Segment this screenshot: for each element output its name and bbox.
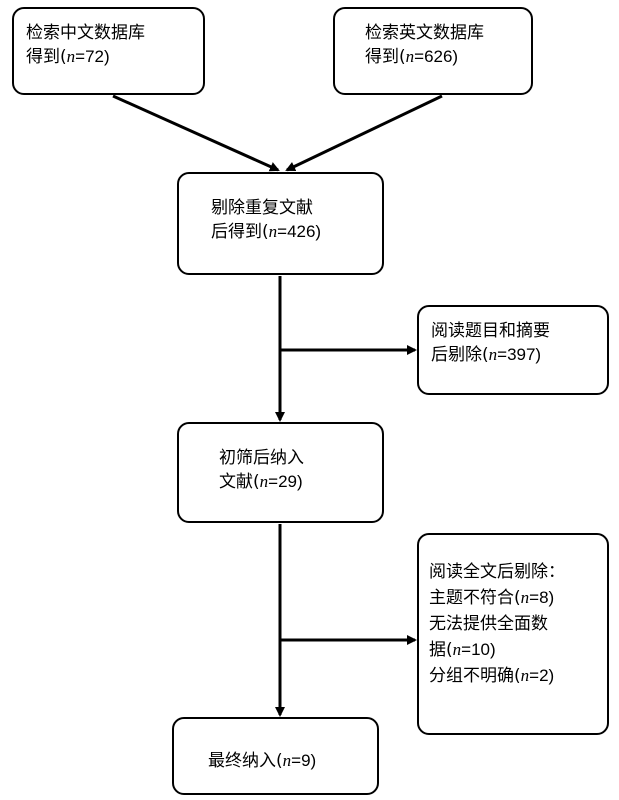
exclusion-reason-data-line2: 据(n=10) xyxy=(429,637,607,663)
box-english-database: 检索英文数据库 得到(n=626) xyxy=(333,7,533,95)
count-variable: n xyxy=(488,345,498,364)
box-exclude-fulltext-title: 阅读全文后剔除： xyxy=(429,562,565,582)
count-variable: n xyxy=(259,472,269,491)
box-deduplication: 剔除重复文献 后得到(n=426) xyxy=(177,172,384,275)
count-variable: n xyxy=(405,47,415,66)
exclusion-reason-grouping: 分组不明确(n=2) xyxy=(429,663,607,689)
count-prefix: 后剔除( xyxy=(431,345,489,365)
box-deduplication-count: 后得到(n=426) xyxy=(211,220,382,244)
count-variable: n xyxy=(66,47,76,66)
count-prefix: 得到( xyxy=(26,47,67,67)
box-final-inclusion-count: 最终纳入(n=9) xyxy=(208,749,377,773)
box-exclude-fulltext: 阅读全文后剔除： 主题不符合(n=8) 无法提供全面数 据(n=10) 分组不明… xyxy=(417,533,609,735)
count-variable: n xyxy=(268,222,278,241)
box-chinese-database-title: 检索中文数据库 xyxy=(26,23,145,43)
count-value: =626) xyxy=(414,47,459,66)
box-deduplication-title: 剔除重复文献 xyxy=(211,198,313,218)
count-prefix: 得到( xyxy=(365,47,406,67)
box-exclude-title-abstract-title: 阅读题目和摘要 xyxy=(431,321,550,341)
box-english-database-title: 检索英文数据库 xyxy=(365,23,484,43)
box-chinese-database-count: 得到(n=72) xyxy=(26,45,203,69)
box-initial-screening: 初筛后纳入 文献(n=29) xyxy=(177,422,384,523)
count-variable: n xyxy=(520,588,530,607)
box-chinese-database: 检索中文数据库 得到(n=72) xyxy=(12,7,205,95)
box-exclude-title-abstract-count: 后剔除(n=397) xyxy=(431,343,607,367)
box-initial-screening-title: 初筛后纳入 xyxy=(219,448,304,468)
count-value: =397) xyxy=(497,345,542,364)
exclusion-reason-data-line1: 无法提供全面数 xyxy=(429,614,548,634)
count-variable: n xyxy=(282,751,292,770)
reason-label: 据( xyxy=(429,640,453,660)
box-final-inclusion: 最终纳入(n=9) xyxy=(172,717,379,795)
arrow-cn-to-dedup xyxy=(112,94,280,172)
exclusion-reason-topic: 主题不符合(n=8) xyxy=(429,585,607,611)
count-prefix: 文献( xyxy=(219,472,260,492)
box-exclude-title-abstract: 阅读题目和摘要 后剔除(n=397) xyxy=(417,305,609,395)
count-variable: n xyxy=(452,640,462,659)
count-value: =9) xyxy=(291,751,317,770)
count-prefix: 最终纳入( xyxy=(208,751,283,771)
count-variable: n xyxy=(520,666,530,685)
count-value: =72) xyxy=(75,47,110,66)
reason-label: 分组不明确( xyxy=(429,666,521,686)
arrow-en-to-dedup xyxy=(285,94,443,172)
reason-label: 主题不符合( xyxy=(429,588,521,608)
count-prefix: 后得到( xyxy=(211,222,269,242)
count-value: =10) xyxy=(461,640,496,659)
count-value: =2) xyxy=(529,666,555,685)
count-value: =8) xyxy=(529,588,555,607)
box-initial-screening-count: 文献(n=29) xyxy=(219,470,382,494)
count-value: =426) xyxy=(277,222,322,241)
box-english-database-count: 得到(n=626) xyxy=(365,45,531,69)
count-value: =29) xyxy=(268,472,303,491)
